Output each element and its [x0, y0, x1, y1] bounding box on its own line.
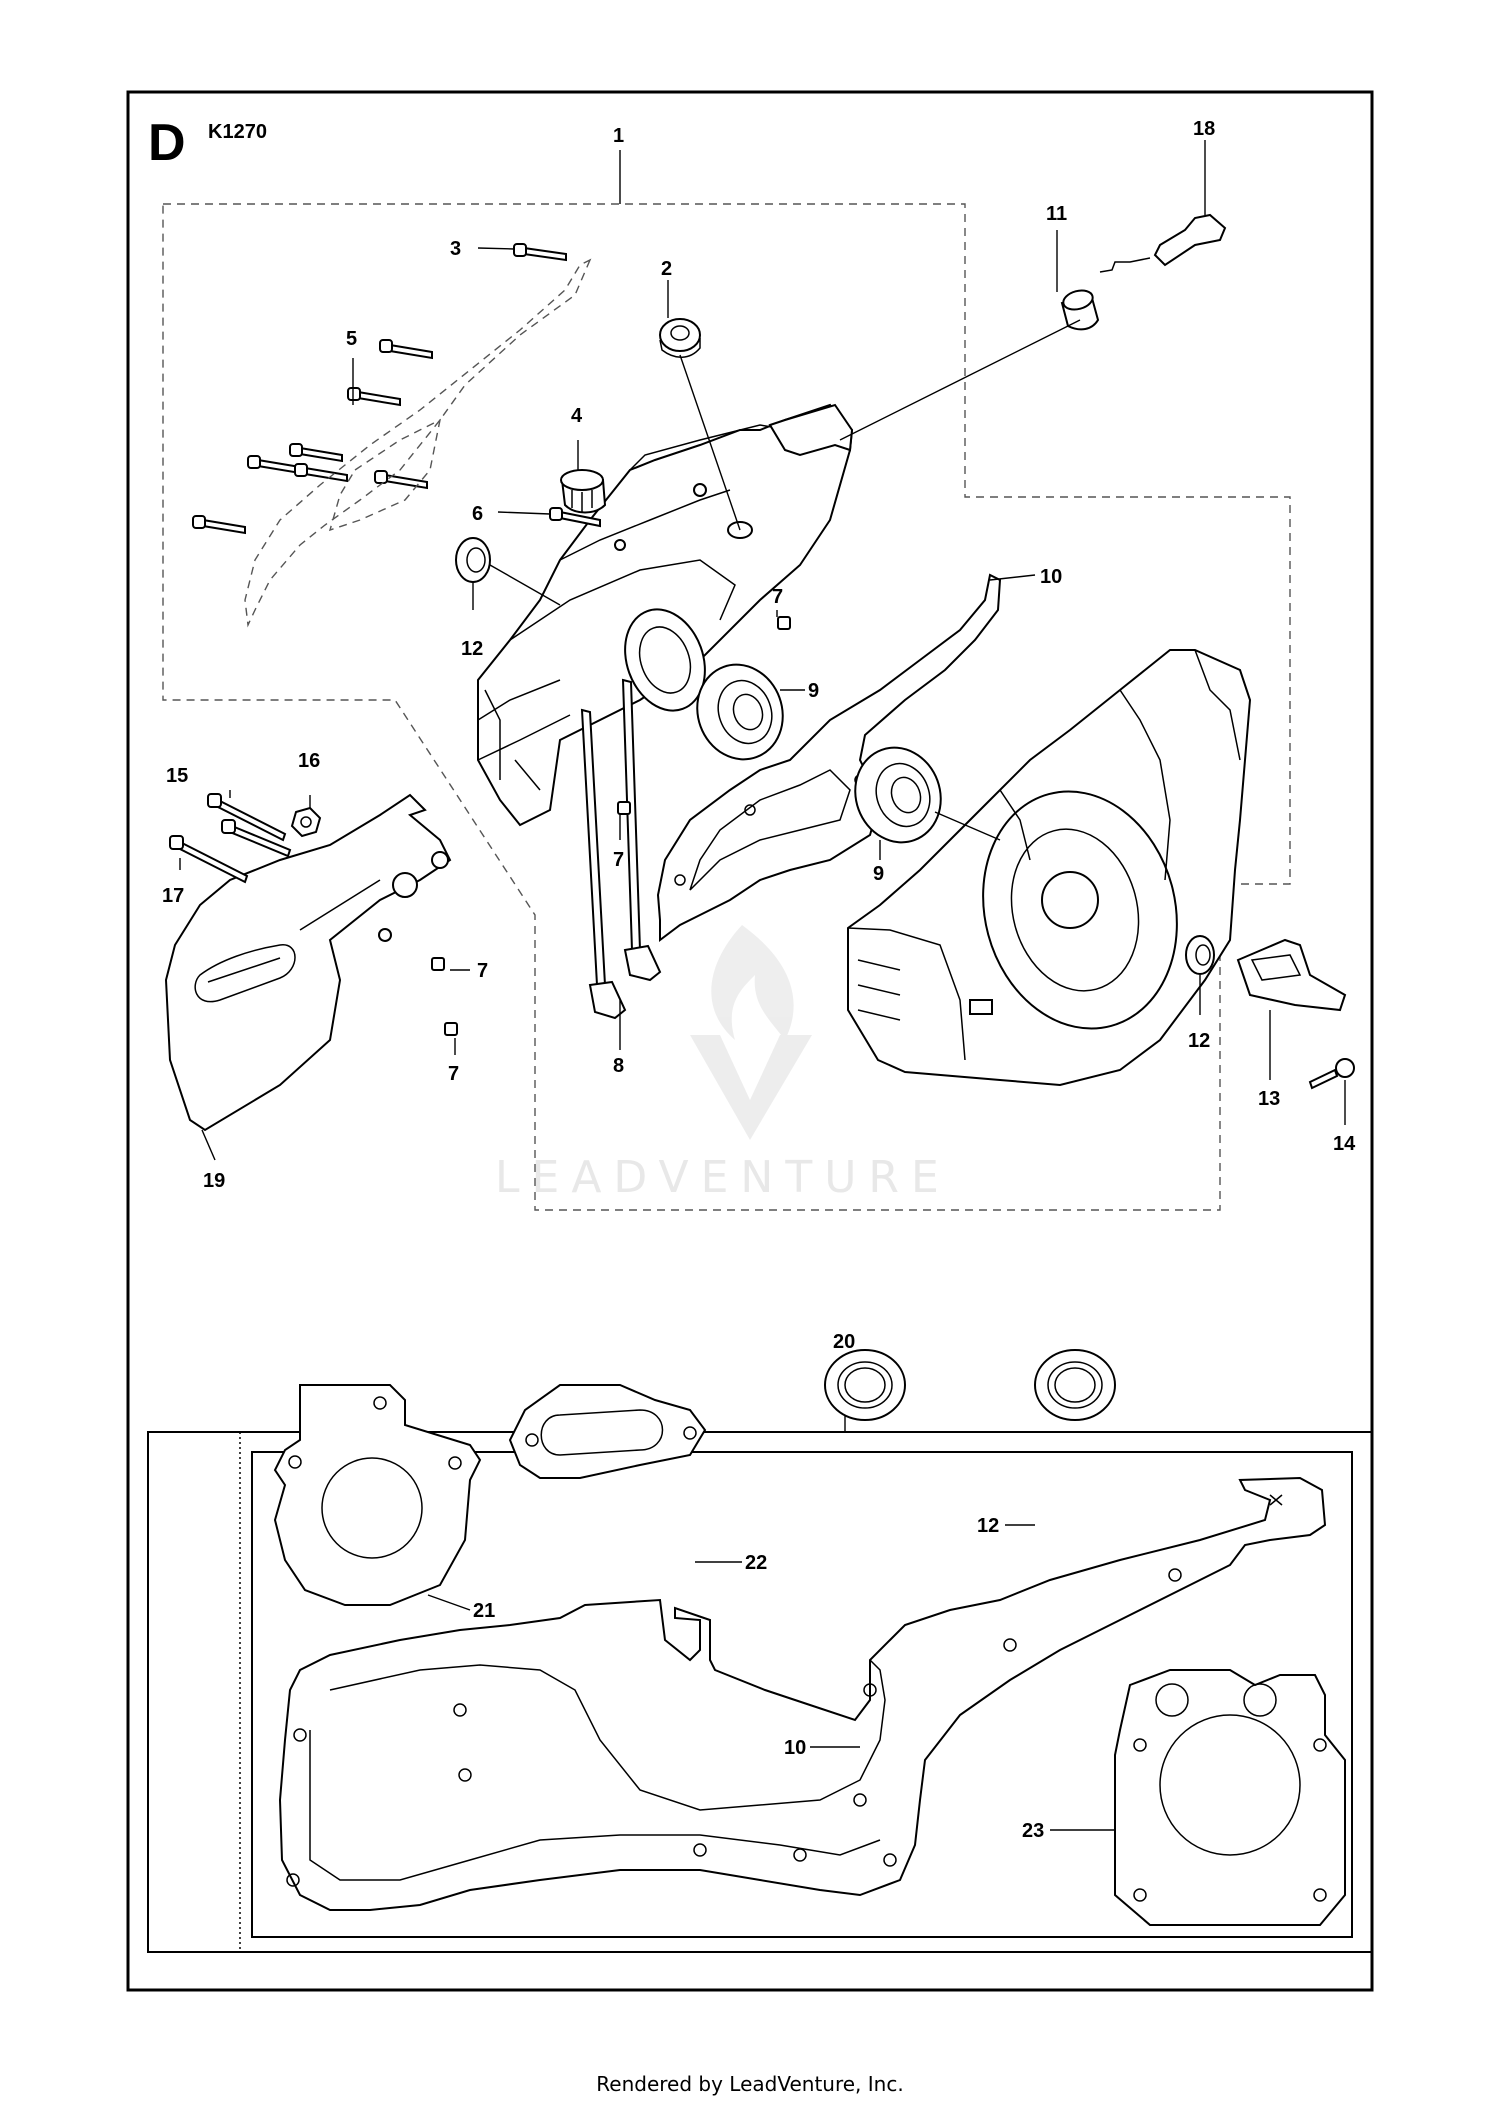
screws-5 — [192, 339, 433, 535]
washer-2 — [659, 318, 701, 358]
callout-12-b: 12 — [1188, 1030, 1210, 1052]
callout-20: 20 — [833, 1331, 855, 1353]
seal-12-left — [455, 537, 491, 583]
section-letter: D — [148, 114, 186, 172]
crankcase-right-half — [847, 649, 1252, 1087]
kit-boundary-1 — [162, 203, 1291, 1211]
callout-21: 21 — [473, 1600, 495, 1622]
callouts: 1 2 3 4 5 6 7 7 7 7 8 9 9 10 11 12 12 13… — [162, 118, 1356, 1842]
callout-2: 2 — [661, 258, 672, 280]
callout-4: 4 — [571, 405, 583, 427]
screw-6 — [549, 507, 601, 528]
leader-lines-kit — [427, 1524, 1115, 1831]
gasket-22 — [508, 1384, 707, 1479]
leader-lines-upper — [179, 140, 1346, 1161]
callout-19: 19 — [203, 1170, 225, 1192]
callout-9-a: 9 — [808, 680, 819, 702]
screws-3 — [513, 243, 567, 262]
callout-12-c: 12 — [977, 1515, 999, 1537]
gasket-outline-dashed — [244, 258, 592, 628]
callout-17: 17 — [162, 885, 184, 907]
studs-8 — [580, 678, 662, 1020]
callout-3: 3 — [450, 238, 461, 260]
seal-12-kit-b — [1034, 1349, 1116, 1421]
crankcase-left-half — [477, 403, 854, 827]
callout-7-a: 7 — [772, 586, 783, 608]
gasket-10-kit — [278, 1476, 1327, 1911]
callout-16: 16 — [298, 750, 320, 772]
callout-8: 8 — [613, 1055, 624, 1077]
callout-22: 22 — [745, 1552, 767, 1574]
callout-18: 18 — [1193, 118, 1215, 140]
callout-6: 6 — [472, 503, 483, 525]
callout-14: 14 — [1333, 1133, 1356, 1155]
seal-12-right — [1185, 935, 1215, 975]
decompression-valve-18 — [1099, 213, 1227, 273]
callout-9-b: 9 — [873, 863, 884, 885]
nut-16 — [290, 806, 322, 838]
gasket-21 — [273, 1384, 482, 1606]
screws-15-17 — [169, 793, 292, 884]
callout-12-a: 12 — [461, 638, 483, 660]
section-code: K1270 — [208, 121, 267, 143]
callout-11: 11 — [1046, 203, 1067, 225]
callout-23: 23 — [1022, 1820, 1044, 1842]
chain-guard-13 — [1236, 938, 1347, 1012]
callout-15: 15 — [166, 765, 188, 787]
watermark-text: LEADVENTURE — [495, 1152, 951, 1203]
diagram-frame — [126, 90, 1374, 1992]
bearing-9-right — [854, 746, 942, 844]
bushing-11 — [1060, 289, 1100, 331]
callout-10-a: 10 — [1040, 566, 1062, 588]
sprocket-cover-19 — [164, 793, 452, 1132]
callout-1: 1 — [613, 125, 624, 147]
callout-7-c: 7 — [477, 960, 488, 982]
callout-5: 5 — [346, 328, 357, 350]
seal-12-kit-a — [824, 1349, 906, 1421]
stub-4 — [560, 469, 607, 514]
flame-logo-icon — [711, 925, 794, 1040]
callout-7-d: 7 — [448, 1063, 459, 1085]
bearing-9-left — [696, 663, 784, 761]
kit-box-outer — [147, 1431, 1373, 1953]
gasket-10-upper — [656, 573, 1002, 942]
screw-14 — [1308, 1058, 1355, 1090]
callout-10-b: 10 — [784, 1737, 806, 1759]
rendered-by-footer: Rendered by LeadVenture, Inc. — [596, 2072, 904, 2096]
kit-box-inner — [251, 1451, 1353, 1938]
v-logo-icon — [690, 1035, 812, 1140]
callout-7-b: 7 — [613, 849, 624, 871]
pins-7 — [431, 616, 791, 1036]
leadventure-watermark: LEADVENTURE — [495, 925, 951, 1203]
callout-13: 13 — [1258, 1088, 1280, 1110]
gasket-23 — [1114, 1669, 1346, 1926]
